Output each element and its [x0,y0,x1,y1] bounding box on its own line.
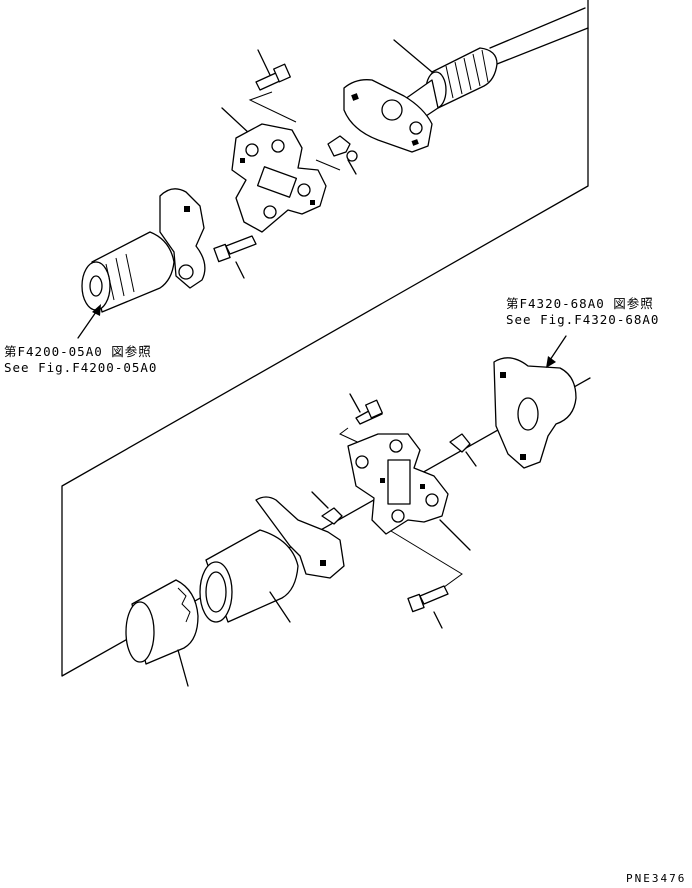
upper-bolt-top [255,49,291,91]
upper-grease-nipple [327,135,358,175]
lower-spider-cross [347,433,471,551]
lower-reference-label-jp: 第F4320-68A0 図参照 [506,296,654,311]
upper-spider-cross [221,107,327,233]
lower-dust-cap [125,579,199,687]
upper-reference-arrow [77,304,101,339]
upper-bolt-left [213,235,257,279]
lower-slip-yoke [199,496,345,623]
lower-flange-yoke-right [493,335,577,469]
upper-reference-label-jp: 第F4200-05A0 図参照 [4,344,152,359]
upper-yoke-shaft-left [81,188,206,313]
upper-reference-label-en: See Fig.F4200-05A0 [4,360,158,375]
lower-bolt-bottom [407,585,449,629]
lower-grease-nipple-right [449,433,477,467]
lower-reference-label-en: See Fig.F4320-68A0 [506,312,660,327]
drawing-code: PNE3476 [626,872,687,885]
leader-upper-shaft [393,39,433,73]
lower-grease-nipple-left [311,491,343,525]
upper-assembly-guides [248,91,341,171]
lower-bolt-top [349,393,383,425]
upper-flange-yoke-right [343,79,433,153]
